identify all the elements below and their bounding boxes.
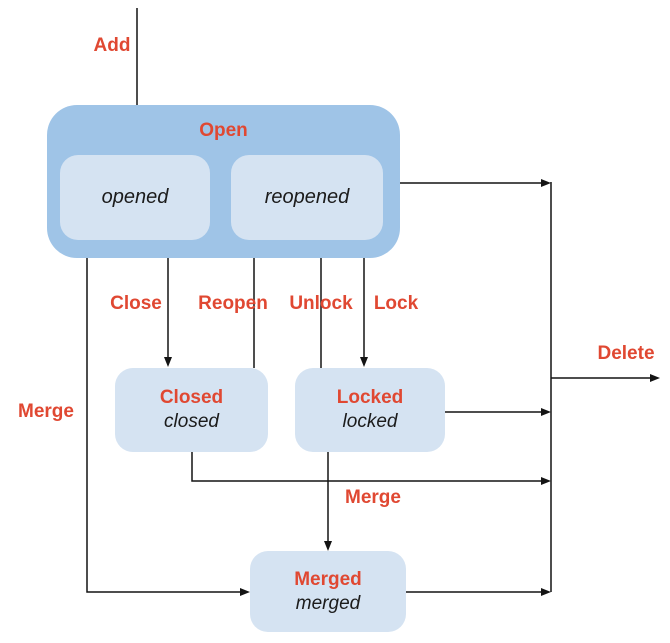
- edge-label-close: Close: [110, 293, 162, 314]
- node-reopened: reopened: [231, 155, 383, 240]
- node-merged: Merged merged: [250, 551, 406, 632]
- edge-closed-to-delete-rail: [191, 452, 551, 485]
- edge-label-merge-left: Merge: [18, 401, 74, 422]
- node-closed: Closed closed: [115, 368, 268, 452]
- edge-label-reopen: Reopen: [198, 293, 268, 314]
- merged-title: Merged: [294, 568, 362, 590]
- edge-label-lock: Lock: [373, 293, 419, 314]
- edge-label-delete: Delete: [597, 343, 655, 364]
- edge-merge-open-to-merged: [86, 258, 250, 596]
- edge-label-unlock: Unlock: [289, 293, 353, 314]
- reopened-label: reopened: [264, 186, 350, 208]
- closed-substate-label: closed: [164, 411, 219, 432]
- opened-label: opened: [101, 186, 169, 208]
- node-locked: Locked locked: [295, 368, 445, 452]
- closed-title: Closed: [159, 387, 224, 408]
- node-open-group: Open opened reopened: [47, 105, 400, 258]
- merged-substate-label: merged: [295, 592, 361, 614]
- locked-substate-label: locked: [342, 411, 398, 432]
- edge-label-merge-bottom: Merge: [345, 487, 401, 508]
- locked-title: Locked: [336, 387, 404, 408]
- node-opened: opened: [60, 155, 210, 240]
- edge-label-add: Add: [93, 35, 131, 56]
- open-group-label: Open: [199, 120, 248, 141]
